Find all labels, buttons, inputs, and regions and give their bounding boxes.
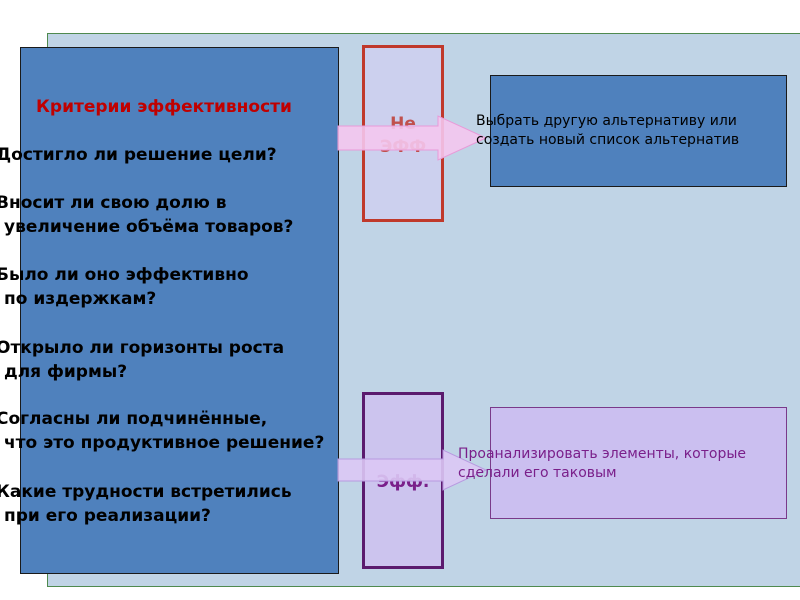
question-5-line2: что это продуктивное решение? <box>4 433 325 453</box>
question-4: Открыло ли горизонты роста для фирмы? <box>0 336 284 384</box>
question-3: Было ли оно эффективно по издержкам? <box>0 263 249 311</box>
criteria-box <box>20 47 339 574</box>
arrow-to-alternative-icon <box>337 115 488 161</box>
analyze-text: Проанализировать элементы, которые сдела… <box>458 445 746 483</box>
question-2-line2: увеличение объёма товаров? <box>4 217 294 237</box>
criteria-title: Критерии эффективности <box>36 97 292 117</box>
question-6-line1: Какие трудности встретились <box>0 482 292 502</box>
analyze-box <box>490 407 787 519</box>
question-3-line2: по издержкам? <box>4 289 157 309</box>
question-1-text: Достигло ли решение цели? <box>0 145 277 165</box>
question-6: Какие трудности встретились при его реал… <box>0 480 292 528</box>
analyze-line1: Проанализировать элементы, которые <box>458 446 746 462</box>
question-4-line2: для фирмы? <box>4 362 128 382</box>
alternative-box <box>490 75 787 187</box>
question-6-line2: при его реализации? <box>4 506 211 526</box>
question-5: Согласны ли подчинённые, что это продукт… <box>0 407 324 455</box>
question-2: Вносит ли свою долю в увеличение объёма … <box>0 191 293 239</box>
question-3-line1: Было ли оно эффективно <box>0 265 249 285</box>
question-5-line1: Согласны ли подчинённые, <box>0 409 268 429</box>
question-1: Достигло ли решение цели? <box>0 143 277 167</box>
alternative-line2: создать новый список альтернатив <box>476 132 740 148</box>
question-2-line1: Вносит ли свою долю в <box>0 193 227 213</box>
arrow-to-analyze-icon <box>337 449 488 491</box>
alternative-line1: Выбрать другую альтернативу или <box>476 113 737 129</box>
alternative-text: Выбрать другую альтернативу или создать … <box>476 112 739 150</box>
question-4-line1: Открыло ли горизонты роста <box>0 338 285 358</box>
analyze-line2: сделали его таковым <box>458 465 617 481</box>
